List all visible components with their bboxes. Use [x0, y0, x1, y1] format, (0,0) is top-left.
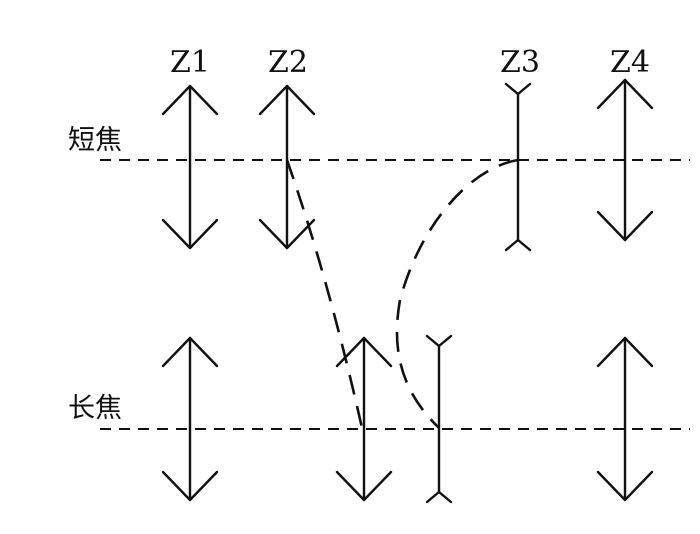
lens-z3-short — [504, 82, 532, 252]
label-long-focus: 长焦 — [68, 393, 122, 424]
label-short-focus: 短焦 — [68, 125, 122, 156]
label-z1: Z1 — [170, 45, 210, 80]
lens-z3-long — [425, 334, 453, 504]
label-z2: Z2 — [268, 45, 308, 80]
trajectory-z2 — [285, 159, 364, 429]
lens-z4-long — [596, 336, 654, 502]
lens-z2-long — [335, 336, 393, 502]
trajectory-z3 — [395, 158, 519, 429]
label-z4: Z4 — [610, 45, 650, 80]
lens-z1-long — [161, 336, 219, 502]
lens-z1-short — [161, 84, 219, 250]
lens-z4-short — [596, 78, 654, 242]
label-z3: Z3 — [500, 45, 540, 80]
lens-z2-short — [258, 84, 316, 250]
